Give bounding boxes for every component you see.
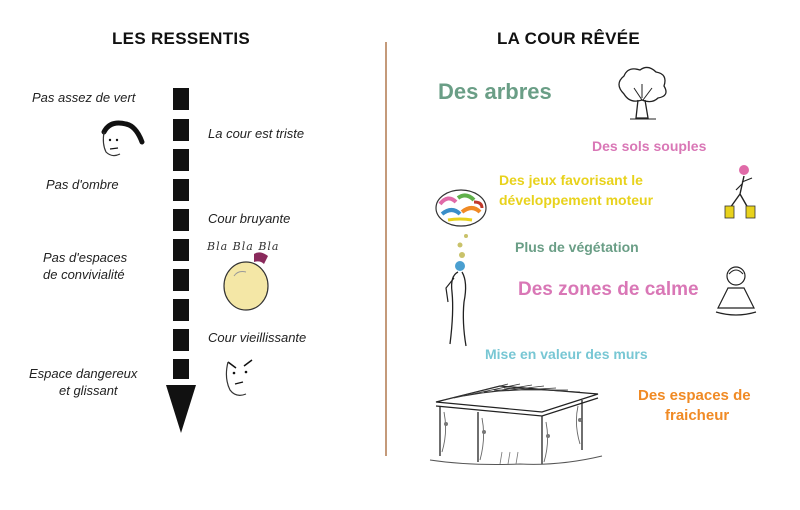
right-title: LA COUR RÊVÉE	[497, 29, 641, 48]
colorful-brain-icon	[435, 189, 487, 227]
feeling-pas-d-ombre: Pas d'ombre	[46, 177, 119, 192]
left-title: LES RESSENTIS	[112, 29, 251, 48]
angry-face-icon	[225, 359, 253, 396]
meditating-child-icon	[715, 266, 757, 316]
wish-jeux-line1: Des jeux favorisant le	[499, 172, 643, 188]
divider	[385, 42, 387, 456]
dashed-arrow-icon	[166, 88, 196, 433]
wish-fraicheur-line1: Des espaces de	[638, 387, 751, 404]
bla-bla-text: Bla Bla Bla	[207, 240, 280, 253]
wish-des-arbres: Des arbres	[438, 79, 552, 104]
feeling-espace-dangereux-line1: Espace dangereux	[29, 366, 138, 381]
wish-vegetation: Plus de végétation	[515, 239, 639, 255]
thinking-figure-icon	[445, 234, 468, 347]
wish-sols-souples: Des sols souples	[592, 138, 707, 154]
feeling-pas-d-espaces-line1: Pas d'espaces	[43, 250, 128, 265]
feeling-pas-d-espaces-line2: de convivialité	[43, 267, 125, 282]
feeling-cour-triste: La cour est triste	[208, 126, 305, 141]
tree-icon	[618, 66, 667, 120]
feeling-pas-assez-de-vert: Pas assez de vert	[32, 90, 136, 105]
pergola-icon	[429, 383, 603, 465]
feeling-cour-bruyante: Cour bruyante	[208, 211, 291, 226]
wish-murs: Mise en valeur des murs	[485, 346, 648, 362]
wish-jeux-line2: développement moteur	[499, 192, 654, 208]
sad-face-icon	[101, 120, 145, 157]
timeline-arrow	[166, 88, 196, 433]
wish-fraicheur-line2: fraicheur	[665, 407, 730, 424]
feeling-espace-dangereux-line2: et glissant	[59, 383, 118, 398]
feeling-cour-vieillissante: Cour vieillissante	[208, 330, 307, 345]
wish-zones-calme: Des zones de calme	[518, 279, 699, 300]
noisy-head-icon	[223, 252, 269, 311]
walking-figure-icon	[724, 165, 756, 219]
